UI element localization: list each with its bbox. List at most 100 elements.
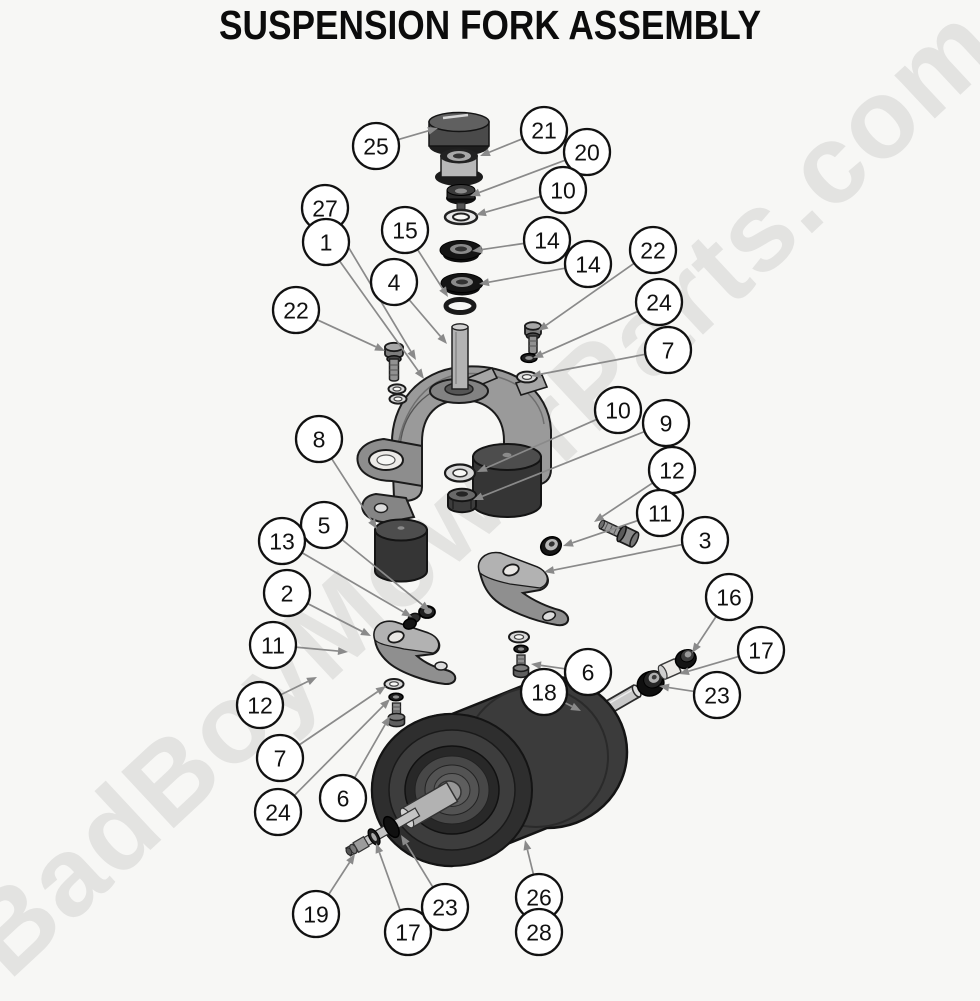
flat-washer-under-arm-part — [508, 630, 530, 644]
leader-arrowhead — [544, 566, 555, 574]
rubber-bumper-lower-part-shape — [374, 529, 428, 583]
leader-line — [479, 159, 565, 194]
dished-washer-right-part — [539, 535, 563, 557]
leader-line — [481, 242, 524, 251]
leader-arrowhead — [480, 148, 491, 156]
leader-line — [488, 138, 523, 154]
race-washer-part-shape — [452, 212, 470, 222]
callout-circle — [634, 277, 684, 327]
leader-line — [540, 664, 565, 670]
callout-circle — [299, 500, 349, 550]
leader-arrowhead — [374, 343, 385, 351]
callout-number: 11 — [648, 501, 672, 527]
wheel-axle-shaft-part — [345, 781, 459, 857]
callout-circle — [643, 325, 693, 375]
exploded-view-diagram: 2521201014142711542222247109121138513211… — [235, 105, 786, 957]
callout-balloon: 9 — [641, 398, 691, 448]
callout-balloon: 17 — [383, 907, 433, 957]
pivot-bolt-part-shape — [598, 519, 605, 530]
spacer-bushing-part — [402, 612, 421, 630]
leader-arrowhead — [473, 492, 484, 501]
rubber-bumper-lower-part — [374, 518, 428, 583]
linkage-arm-left-part-shape — [373, 620, 440, 654]
leader-line — [601, 482, 653, 518]
center-washer-part-shape — [452, 468, 468, 478]
leader-line — [408, 299, 442, 337]
callout-circle — [562, 127, 612, 177]
callout-balloon: 16 — [704, 572, 754, 622]
callout-number: 24 — [646, 290, 672, 316]
pivot-bolt-part-shape — [616, 525, 627, 543]
callout-balloon: 21 — [519, 105, 569, 155]
pivot-bushing-part — [435, 148, 483, 186]
callout-number: 6 — [582, 660, 595, 686]
leader-line — [317, 319, 377, 348]
leader-line — [331, 458, 373, 522]
rubber-bumper-lower-part-shape — [397, 526, 405, 530]
callout-circle — [351, 121, 401, 171]
linkage-arm-right-part-shape — [502, 563, 520, 577]
callout-circle — [271, 285, 321, 335]
callout-balloon: 14 — [563, 239, 613, 289]
hex-nut-part — [446, 184, 476, 212]
leader-arrowhead — [437, 333, 447, 344]
leader-line — [564, 702, 573, 708]
wheel-axle-shaft-part-shape — [371, 832, 377, 842]
leader-arrowhead — [306, 677, 317, 685]
fork-stem-part — [451, 323, 469, 390]
leader-arrowhead — [381, 716, 390, 727]
lock-washer-under-arm-part — [513, 644, 529, 654]
leader-arrowhead — [594, 513, 605, 522]
leader-arrowhead — [538, 321, 549, 331]
callout-number: 17 — [748, 638, 774, 664]
rubber-bumper-right-part — [472, 443, 542, 518]
callout-number: 9 — [660, 411, 673, 437]
leader-arrowhead — [531, 370, 542, 379]
flanged-nut-part-shape — [684, 651, 692, 658]
callout-number: 21 — [531, 118, 557, 144]
callout-balloon: 11 — [635, 488, 685, 538]
callout-circle — [692, 670, 742, 720]
callout-balloon: 10 — [593, 385, 643, 435]
callout-circle — [628, 225, 678, 275]
leader-line — [405, 843, 434, 887]
callout-balloon: 6 — [318, 773, 368, 823]
callout-circle — [736, 625, 786, 675]
dished-washer-right-part-shape — [548, 541, 555, 547]
callout-balloon: 19 — [291, 889, 341, 939]
bearing-part-lower-shape — [456, 279, 468, 285]
callout-number: 1 — [320, 230, 333, 256]
rubber-bumper-right-part-shape — [502, 452, 512, 458]
leader-line — [307, 603, 363, 633]
callout-circle — [383, 907, 433, 957]
callout-number: 10 — [550, 178, 576, 204]
callout-balloon: 3 — [680, 515, 730, 565]
callout-balloon: 25 — [351, 121, 401, 171]
leader-line — [553, 543, 682, 571]
lock-washer-right-part — [520, 352, 538, 364]
leader-line — [294, 705, 384, 796]
callout-number: 22 — [640, 238, 666, 264]
arm-bolt-right-part — [512, 654, 530, 679]
callout-circle — [641, 398, 691, 448]
callout-number: 14 — [575, 252, 601, 278]
leader-arrowhead — [477, 464, 488, 472]
arm-bolt-left-part — [387, 702, 406, 728]
callout-number: 10 — [605, 398, 631, 424]
callout-balloon: 5 — [299, 500, 349, 550]
callout-balloon: 7 — [255, 733, 305, 783]
leader-line — [339, 261, 419, 372]
callout-circle — [369, 257, 419, 307]
callout-balloon: 1 — [301, 217, 351, 267]
callout-balloon: 6 — [563, 647, 613, 697]
flanged-nut-part — [674, 649, 697, 670]
leader-line — [398, 129, 429, 141]
callout-circle — [262, 568, 312, 618]
callout-number: 23 — [432, 895, 458, 921]
wheel-axle-shaft-part-shape — [382, 815, 400, 839]
callout-circle — [294, 414, 344, 464]
wheel-axle-shaft-part-shape — [345, 847, 353, 856]
mount-washers-left-part-shape — [392, 386, 402, 392]
callout-balloon: 12 — [235, 680, 285, 730]
leader-line — [354, 724, 386, 778]
